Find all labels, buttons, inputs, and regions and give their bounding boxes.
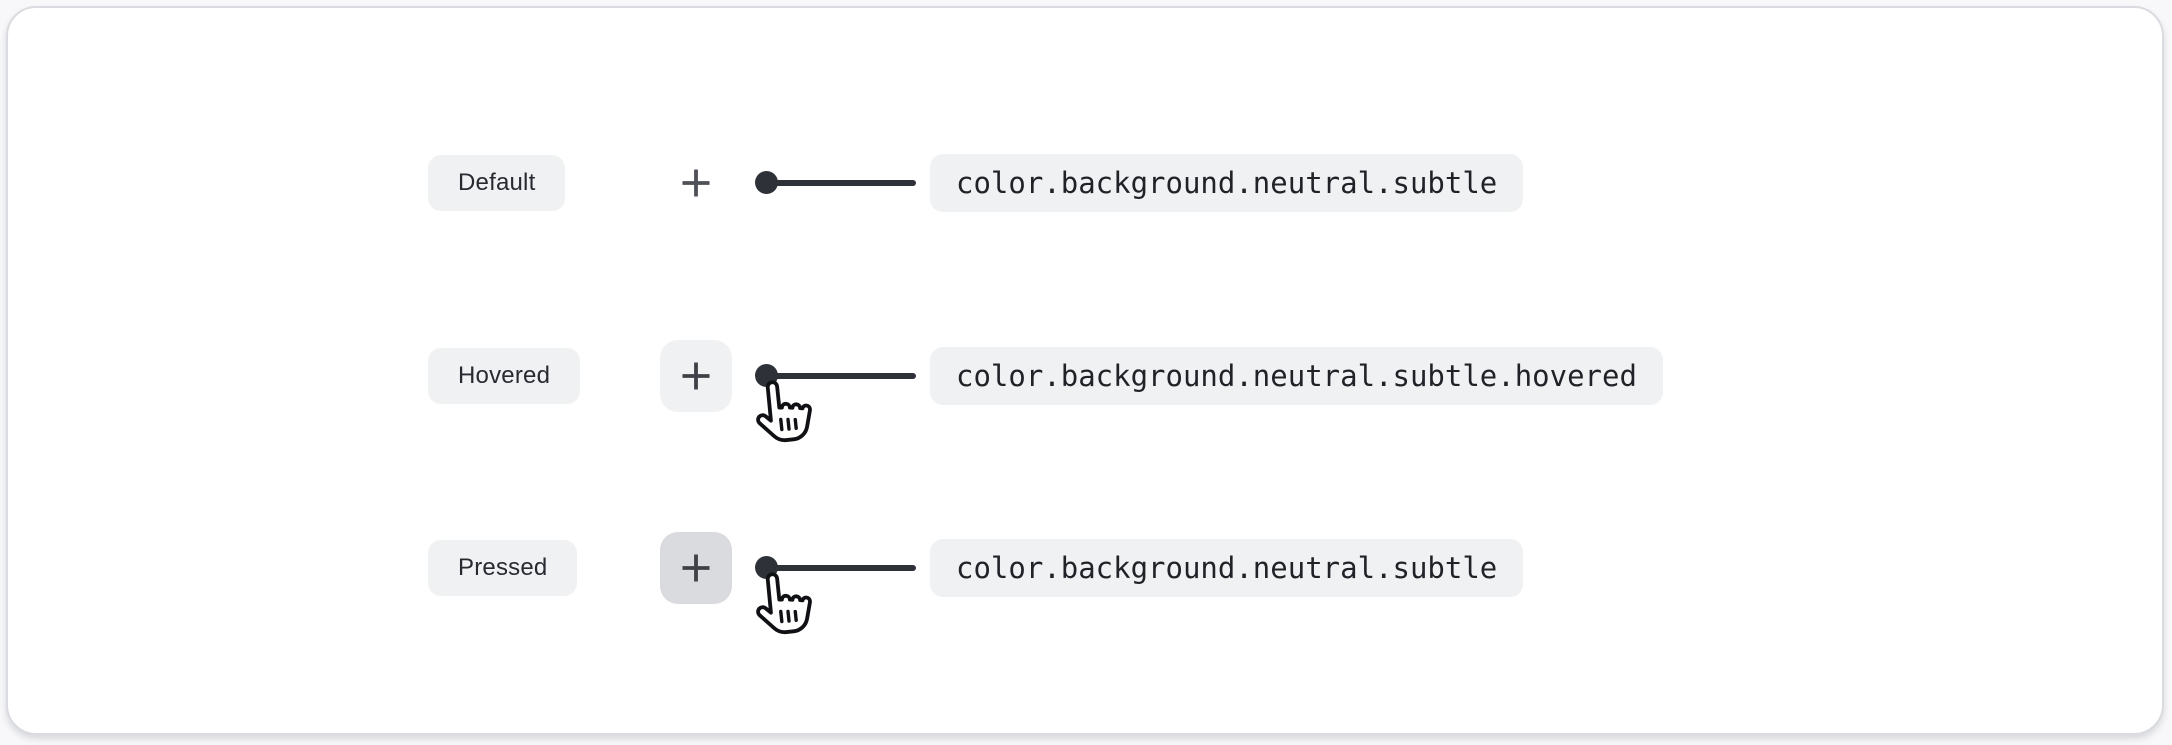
connector-line [774,564,916,571]
states-card: Default color.background.neutral.subtle … [6,6,2164,735]
pointer-cursor-icon [747,377,816,451]
state-label: Hovered [428,348,581,404]
add-button[interactable] [660,340,732,412]
connector-dot [755,171,778,194]
token-pill: color.background.neutral.subtle.hovered [930,347,1663,405]
connector-line [774,372,916,379]
plus-icon [682,169,710,197]
state-row-default: Default color.background.neutral.subtle [8,147,2162,219]
pointer-cursor-icon [747,569,816,643]
state-label: Pressed [428,540,578,596]
state-row-hovered: Hovered color.background.neutral.subtle.… [8,340,2162,443]
connector-line [774,179,916,186]
token-pill: color.background.neutral.subtle [930,154,1524,212]
token-connector [755,171,916,194]
state-label: Default [428,155,566,211]
token-pill: color.background.neutral.subtle [930,539,1524,597]
plus-icon [682,362,710,390]
state-row-pressed: Pressed color.background.neutral.subtle [8,532,2162,635]
add-button[interactable] [660,147,732,219]
add-button[interactable] [660,532,732,604]
plus-icon [682,554,710,582]
